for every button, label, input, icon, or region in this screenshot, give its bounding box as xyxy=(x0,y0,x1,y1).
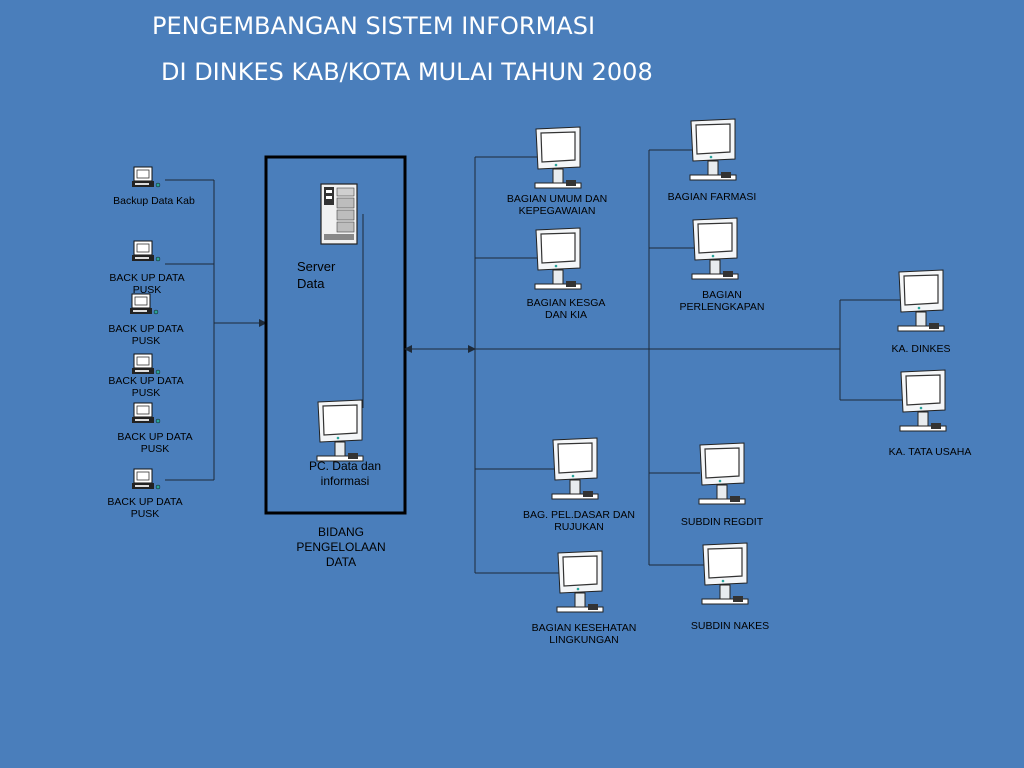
title-line-2: DI DINKES KAB/KOTA MULAI TAHUN 2008 xyxy=(161,58,653,86)
dept-label-perlengkapan: BAGIAN PERLENGKAPAN xyxy=(679,289,765,313)
dept-label-farmasi: BAGIAN FARMASI xyxy=(667,191,757,203)
network-bus xyxy=(404,149,902,574)
central-box-caption: BIDANG PENGELOLAAN DATA xyxy=(296,525,386,569)
source-label-pusk-3: BACK UP DATA PUSK xyxy=(108,375,184,399)
source-label-pusk-2: BACK UP DATA PUSK xyxy=(108,323,184,347)
dept-label-ka-tu: KA. TATA USAHA xyxy=(888,446,972,458)
dept-label-pel-dasar: BAG. PEL.DASAR DAN RUJUKAN xyxy=(522,509,636,533)
title-line-1: PENGEMBANGAN SISTEM INFORMASI xyxy=(152,12,596,40)
dept-label-kesling: BAGIAN KESEHATAN LINGKUNGAN xyxy=(531,622,637,646)
pc-label: PC. Data dan informasi xyxy=(308,459,382,488)
dept-label-regdit: SUBDIN REGDIT xyxy=(680,516,764,528)
dept-label-umum: BAGIAN UMUM DAN KEPEGAWAIAN xyxy=(506,193,608,217)
source-label-backup-kab: Backup Data Kab xyxy=(113,195,195,207)
dept-label-nakes: SUBDIN NAKES xyxy=(690,620,770,632)
left-connectors xyxy=(165,179,267,481)
source-label-pusk-5: BACK UP DATA PUSK xyxy=(107,496,183,520)
central-box xyxy=(264,155,407,515)
source-label-pusk-4: BACK UP DATA PUSK xyxy=(117,431,193,455)
server-tower-icon xyxy=(320,183,358,245)
server-label: Server Data xyxy=(297,259,336,291)
source-label-pusk-1: BACK UP DATA PUSK xyxy=(109,272,185,296)
dept-label-kesga: BAGIAN KESGA DAN KIA xyxy=(526,297,606,321)
dept-label-ka-dinkes: KA. DINKES xyxy=(891,343,951,355)
